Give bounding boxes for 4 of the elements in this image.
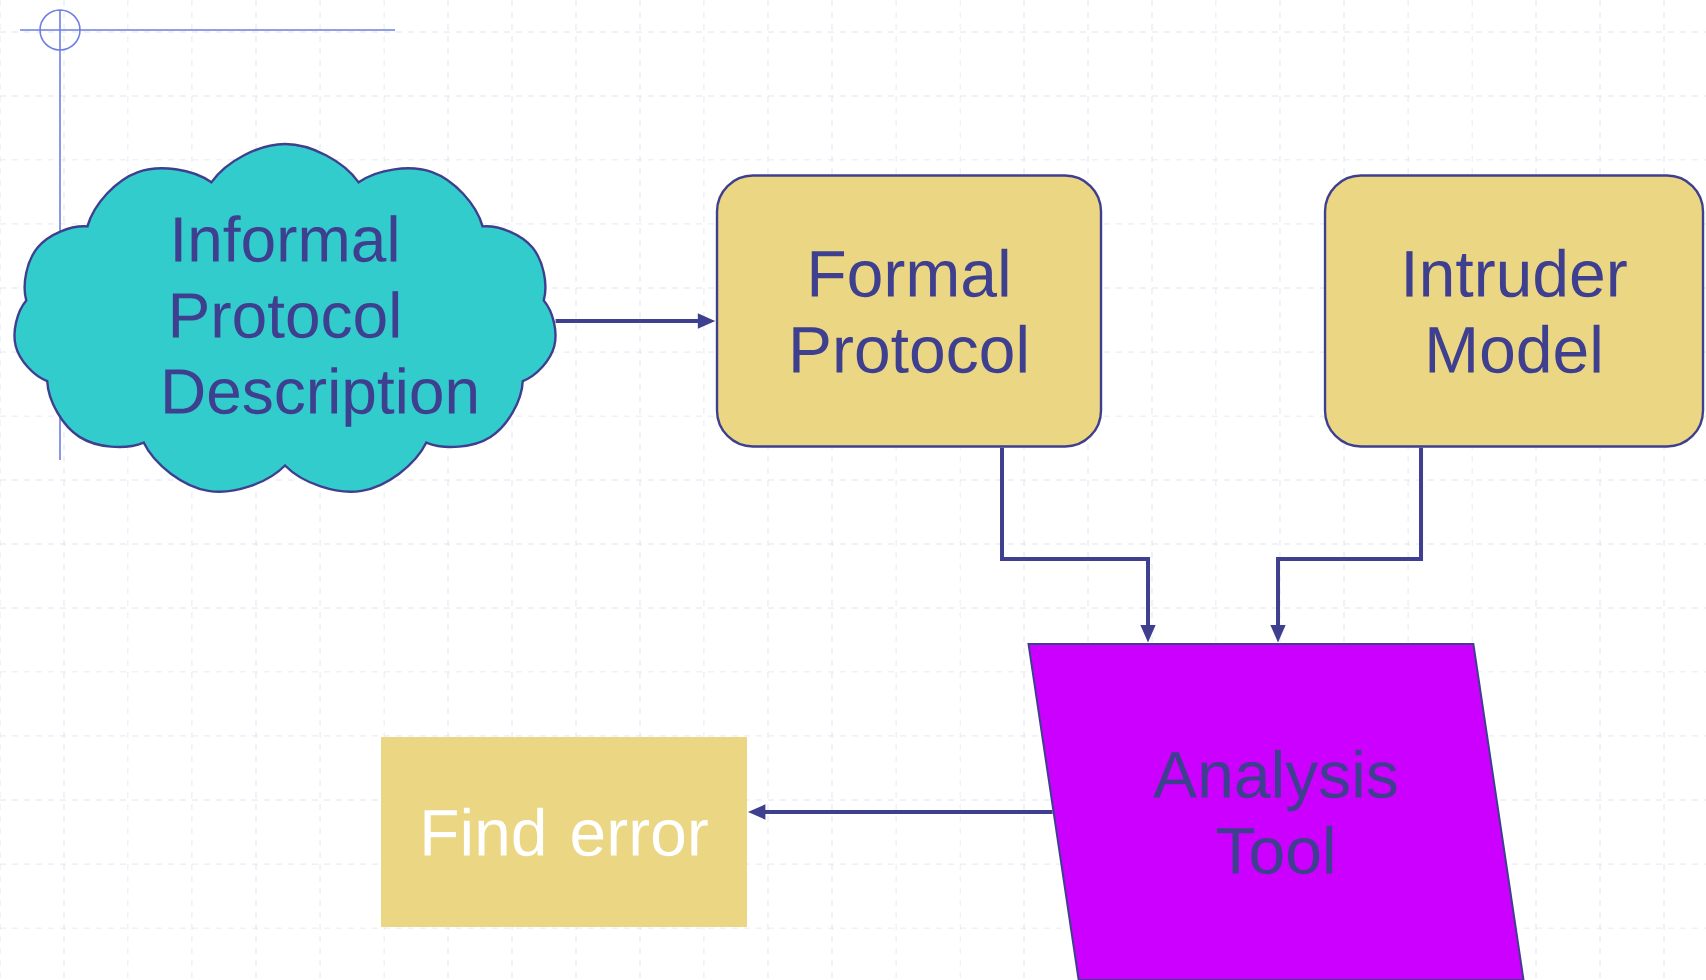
process-box: Formal Protocol — [715, 174, 1103, 448]
result-box: Find error — [381, 737, 747, 927]
process-box: Intruder Model — [1323, 174, 1705, 448]
data-parallelogram: Analysis Tool — [1027, 643, 1525, 980]
